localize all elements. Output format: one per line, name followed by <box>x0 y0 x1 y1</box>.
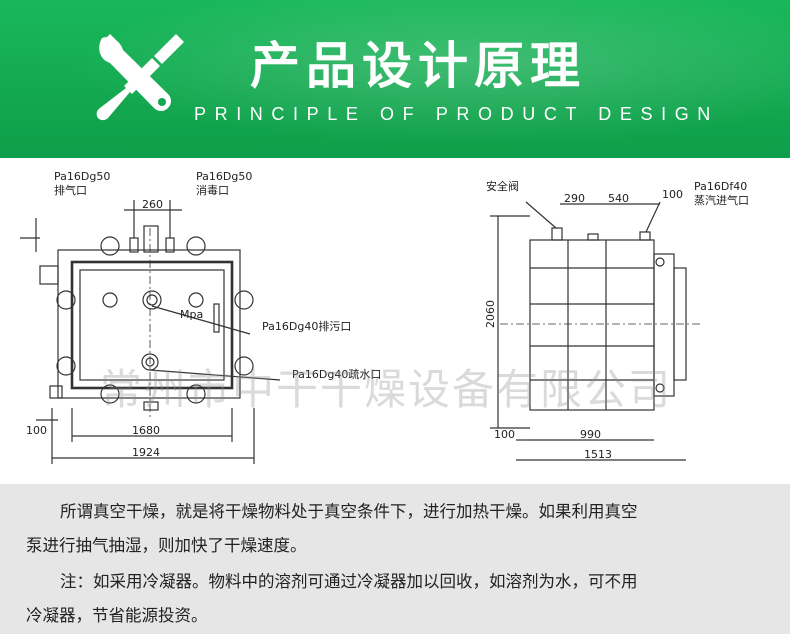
right-view-body <box>529 239 655 411</box>
right-dim-inner: 990 <box>580 428 601 441</box>
left-dim-outer: 1924 <box>132 446 160 459</box>
left-view-outer-frame <box>57 249 241 399</box>
left-view-door <box>70 260 234 390</box>
left-water-label: Pa16Dg40疏水口 <box>292 367 381 381</box>
right-dim-side: 100 <box>494 428 515 441</box>
top-valve <box>143 225 159 253</box>
right-dim-a: 290 <box>564 192 585 205</box>
right-steam-label: 蒸汽进气口 <box>694 193 749 207</box>
safety-valve <box>551 227 563 241</box>
right-safety-label: 安全阀 <box>486 179 519 193</box>
page-title: 产品设计原理 <box>250 36 586 95</box>
description-line-4: 冷凝器，节省能源投资。 <box>26 606 208 625</box>
page-subtitle: PRINCIPLE OF PRODUCT DESIGN <box>194 104 719 124</box>
left-dim-inner: 1680 <box>132 424 160 437</box>
left-exhaust-spec: Pa16Dg50 <box>54 170 110 183</box>
right-dim-outer: 1513 <box>584 448 612 461</box>
drawing-canvas: Pa16Dg50 排气口 Pa16Dg50 消毒口 260 Mpa Pa16Dg… <box>20 170 749 464</box>
technical-drawing: Pa16Dg50 排气口 Pa16Dg50 消毒口 260 Mpa Pa16Dg… <box>0 158 790 484</box>
header-banner: 产品设计原理 PRINCIPLE OF PRODUCT DESIGN <box>0 0 790 158</box>
left-disinfect-spec: Pa16Dg50 <box>196 170 252 183</box>
left-exhaust-label: 排气口 <box>54 183 87 197</box>
right-steam-spec: Pa16Df40 <box>694 180 747 193</box>
left-dim-top: 260 <box>142 198 163 211</box>
right-dim-b: 540 <box>608 192 629 205</box>
wrench-screwdriver-icon <box>96 34 184 121</box>
left-view-door-inner <box>79 269 225 381</box>
left-disinfect-label: 消毒口 <box>196 183 229 197</box>
left-drain-label: Pa16Dg40排污口 <box>262 319 351 333</box>
left-gauge-unit: Mpa <box>180 308 203 321</box>
right-dim-height: 2060 <box>484 300 497 328</box>
description-line-1: 所谓真空干燥，就是将干燥物料处于真空条件下，进行加热干燥。如果利用真空 <box>60 502 638 521</box>
left-dim-side: 100 <box>26 424 47 437</box>
right-dim-c: 100 <box>662 188 683 201</box>
description-panel: 所谓真空干燥，就是将干燥物料处于真空条件下，进行加热干燥。如果利用真空 泵进行抽… <box>0 484 790 634</box>
description-line-2: 泵进行抽气抽湿，则加快了干燥速度。 <box>26 536 307 555</box>
description-line-3: 注：如采用冷凝器。物料中的溶剂可通过冷凝器加以回收，如溶剂为水，可不用 <box>60 572 638 591</box>
